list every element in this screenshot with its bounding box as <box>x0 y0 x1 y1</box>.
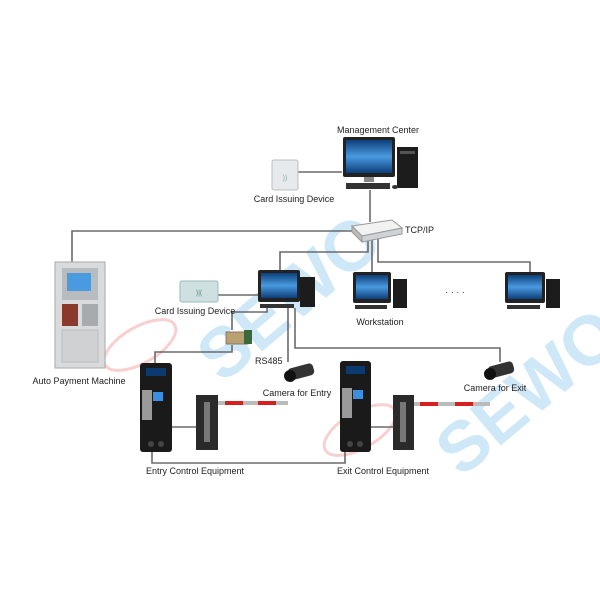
camera-exit-label: Camera for Exit <box>464 383 527 393</box>
workstation-label: Workstation <box>356 317 403 327</box>
svg-text:)): )) <box>283 175 288 182</box>
exit-barrier-gate <box>393 395 490 450</box>
network-switch <box>350 219 404 244</box>
exit-camera <box>484 361 515 380</box>
card-issuing-top-label: Card Issuing Device <box>254 194 335 204</box>
entry-camera <box>284 363 315 382</box>
exit-control-terminal <box>340 361 371 452</box>
tcpip-label: TCP/IP <box>405 225 434 235</box>
rs485-label: RS485 <box>255 356 283 366</box>
card-issuing-device-left: )|( <box>179 280 219 303</box>
entry-control-terminal <box>140 363 172 452</box>
management-center-label: Management Center <box>337 125 419 135</box>
svg-text:)|(: )|( <box>196 290 203 297</box>
workstation-computer <box>353 272 407 309</box>
card-issuing-device-top: )) <box>271 159 299 191</box>
auto-payment-machine <box>54 261 106 369</box>
connection-lines <box>71 171 531 464</box>
entry-workstation-computer <box>258 270 315 308</box>
card-issuing-left-label: Card Issuing Device <box>155 306 236 316</box>
management-center-computer <box>343 137 418 189</box>
more-workstations-ellipsis: · · · · <box>445 287 465 297</box>
camera-entry-label: Camera for Entry <box>263 388 332 398</box>
auto-payment-label: Auto Payment Machine <box>32 376 125 386</box>
additional-workstation-computer <box>505 272 560 309</box>
exit-equipment-label: Exit Control Equipment <box>337 466 430 476</box>
rs485-converter <box>225 330 252 345</box>
entry-barrier-gate <box>196 395 288 450</box>
entry-equipment-label: Entry Control Equipment <box>146 466 245 476</box>
